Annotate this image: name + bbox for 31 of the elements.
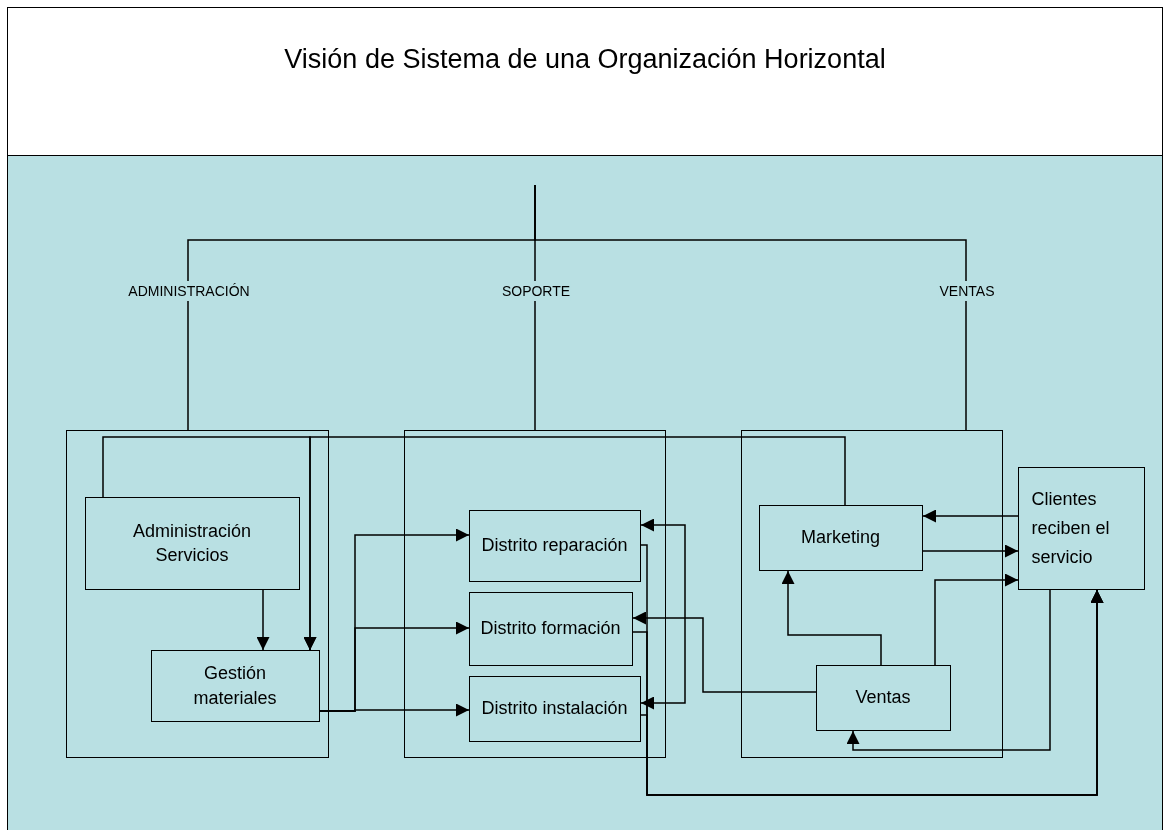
process-box (84, 496, 300, 590)
arrow (303, 436, 846, 651)
process-box (815, 664, 951, 731)
process-box (468, 509, 641, 582)
department-label: VENTAS (938, 281, 996, 301)
process-box (468, 591, 633, 666)
box-label: Marketing (801, 526, 880, 550)
diagram-title: Visión de Sistema de una Organización Horizontal (283, 44, 887, 75)
client-box (1018, 467, 1145, 590)
arrow (922, 509, 1019, 523)
box-label: Distrito reparación (481, 534, 628, 558)
connector-line (534, 184, 967, 431)
box-label: Clientes reciben el servicio (1031, 488, 1111, 569)
process-box (468, 675, 641, 742)
arrow (781, 570, 882, 666)
arrow (319, 703, 470, 717)
department-label: SOPORTE (500, 281, 572, 301)
arrow (640, 518, 686, 710)
box-label: Distrito formación (480, 617, 621, 641)
process-box (150, 649, 320, 722)
process-box (758, 504, 923, 571)
arrow (632, 611, 817, 693)
box-label: Administración Servicios (131, 519, 252, 567)
box-label: Ventas (855, 686, 911, 710)
department-label: ADMINISTRACIÓN (127, 281, 251, 301)
arrow (846, 589, 1051, 751)
arrow (934, 573, 1019, 666)
box-label: Distrito instalación (481, 697, 628, 721)
arrow (256, 589, 270, 651)
box-label: Gestión materiales (192, 662, 278, 710)
arrow (922, 544, 1019, 558)
